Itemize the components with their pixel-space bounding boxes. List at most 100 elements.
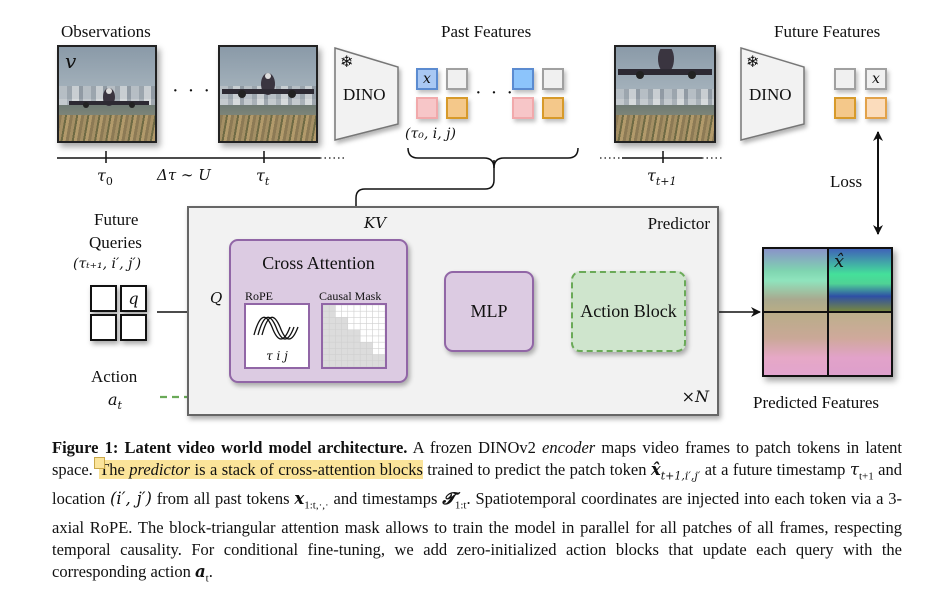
snowflake-icon: ❄ [746,54,760,71]
kv-arrow [351,160,495,227]
action-title: Action [91,367,138,386]
mask-cell [359,354,367,362]
mask-cell [323,360,330,367]
mask-cell [347,310,355,318]
mask-cell [335,348,342,355]
mask-cell [323,341,330,349]
past-token-coords: (τ₀, i, j) [405,126,456,142]
kv-label: KV [364,214,387,232]
mask-cell [328,323,336,331]
mask-cell [347,317,355,324]
mask-cell [347,354,355,362]
mask-cell [328,329,336,337]
mask-cell [359,335,367,343]
mask-cell [353,317,361,324]
mlp-label: MLP [470,301,508,321]
mask-cell [341,348,349,355]
mask-cell [328,354,336,362]
caption-label: Figure 1: Latent video world model archi… [52,438,408,457]
mask-cell [372,317,380,324]
mask-cell [323,323,330,331]
mask-cell [347,341,355,349]
mask-cell [341,341,349,349]
mask-cell [372,323,380,331]
repeat-n-label: ×N [681,387,709,406]
mask-cell [335,341,342,349]
mask-cell [372,305,380,312]
mask-cell [347,323,355,331]
mask-cell [378,335,385,343]
past-token [446,68,468,90]
future-token-x: x [865,68,887,90]
past-token [512,97,534,119]
mask-cell [328,348,336,355]
future-token [834,97,856,119]
mask-cell [335,310,342,318]
past-features-label: Past Features [441,22,532,41]
rope-axes-label: τ i j [266,349,288,363]
mask-cell [366,305,373,312]
predicted-features-grid: x̂ [762,247,893,377]
future-queries-title: Queries [89,233,142,252]
mask-cell [366,317,373,324]
figure-caption: Figure 1: Latent video world model archi… [52,438,903,584]
mask-cell [347,305,355,312]
mask-cell [366,354,373,362]
causal-mask-icon [323,305,385,367]
mask-cell [328,310,336,318]
predicted-patch-x [828,249,891,312]
mask-cell [341,354,349,362]
tau-t1-label: τt+1 [647,166,677,189]
action-block: Action Block [571,271,686,352]
mask-cell [341,305,349,312]
mask-cell [323,305,330,312]
mask-cell [353,354,361,362]
mask-cell [323,354,330,362]
future-features-label: Future Features [774,22,881,41]
mask-cell [335,360,342,367]
mask-cell [359,329,367,337]
past-token [512,68,534,90]
ellipsis: · · · [172,80,212,102]
action-symbol: at [108,390,122,413]
mask-cell [366,329,373,337]
mask-cell [353,335,361,343]
highlighted-text[interactable]: The predictor is a stack of cross-attent… [99,459,423,479]
mask-cell [359,348,367,355]
query-token [120,314,147,341]
future-queries-coords: (τₜ₊₁, i′, j′) [73,256,142,272]
mask-cell [378,341,385,349]
dino-encoder-future [740,46,805,141]
mask-cell [323,348,330,355]
observation-frame-taut [218,45,318,143]
mask-cell [359,317,367,324]
mask-cell [378,305,385,312]
delta-tau-label: Δτ ∼ U [157,166,211,184]
mask-cell [378,323,385,331]
predicted-x-hat: x̂ [834,251,845,272]
mask-cell [372,341,380,349]
mask-cell [378,310,385,318]
predicted-features-label: Predicted Features [753,393,880,412]
mlp-block: MLP [444,271,534,352]
mask-cell [341,317,349,324]
mask-cell [341,329,349,337]
mask-cell [378,329,385,337]
future-token [865,97,887,119]
mask-cell [366,348,373,355]
mask-cell [335,305,342,312]
mask-cell [359,305,367,312]
annotation-note-icon[interactable] [94,456,106,469]
mask-cell [347,329,355,337]
mask-cell [347,360,355,367]
mask-cell [335,317,342,324]
past-token [416,97,438,119]
query-token [90,285,117,312]
mask-cell [335,354,342,362]
mask-cell [378,348,385,355]
mask-cell [347,335,355,343]
rope-waves-icon [253,316,299,340]
ellipsis: · · · [475,82,515,104]
query-token [90,314,117,341]
tau0-label: τ0 [97,166,113,189]
